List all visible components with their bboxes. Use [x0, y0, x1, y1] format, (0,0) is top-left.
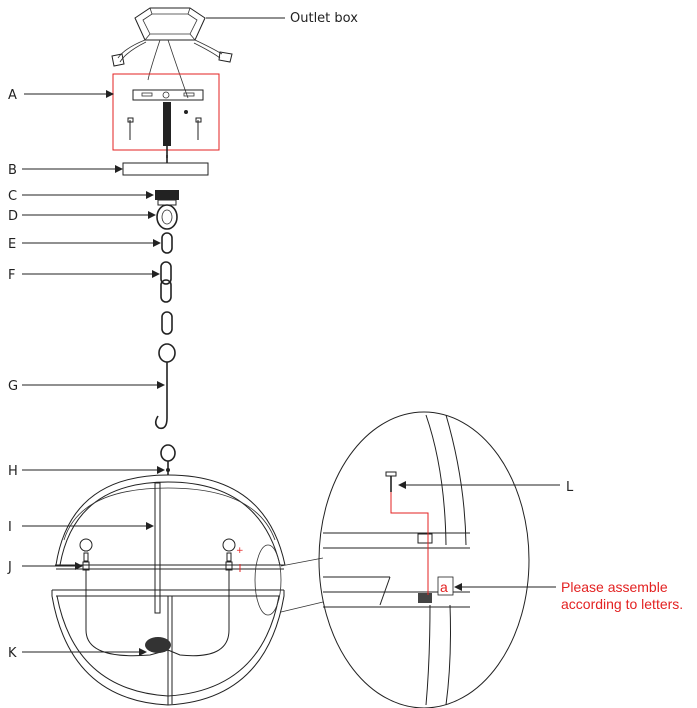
assembly-note-line1: Please assemble	[561, 579, 668, 595]
label-f: F	[8, 268, 15, 283]
label-b: B	[8, 163, 17, 178]
assembly-note-line2: according to letters.	[561, 596, 683, 612]
detail-zoom	[318, 411, 530, 708]
label-g: G	[8, 379, 18, 394]
label-d: D	[8, 209, 18, 224]
part-a-crossbar	[112, 73, 220, 158]
label-c: C	[8, 189, 17, 204]
label-e: E	[8, 237, 16, 252]
detail-marker-a: a	[440, 579, 448, 595]
label-i: I	[8, 520, 12, 535]
part-e-link	[161, 232, 173, 254]
part-g-hook-rod	[154, 343, 176, 430]
label-l: L	[566, 480, 574, 495]
label-a: A	[8, 88, 17, 103]
outlet-box-label: Outlet box	[290, 11, 358, 26]
outlet-box	[111, 7, 285, 99]
part-f-chain	[160, 261, 173, 335]
label-h: H	[8, 464, 18, 479]
sphere-fixture: +	[51, 444, 286, 706]
label-k: K	[8, 646, 17, 661]
part-c-collar	[155, 190, 179, 206]
svg-text:+: +	[236, 546, 244, 556]
label-j: J	[7, 560, 12, 575]
part-d-loop	[156, 204, 178, 230]
part-b-canopy	[122, 162, 209, 176]
